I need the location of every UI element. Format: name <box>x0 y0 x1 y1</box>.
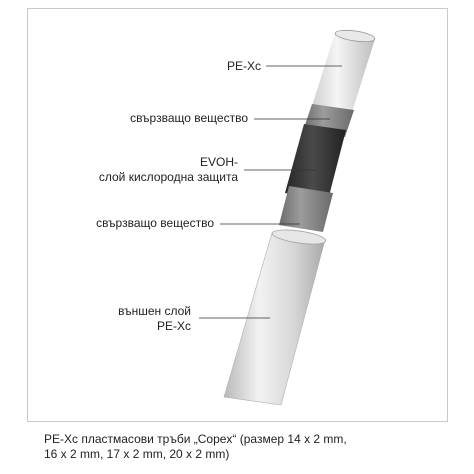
outer-layer-cut-edge <box>271 229 327 245</box>
figure-caption: PE-Xc пластмасови тръби „Copex“ (размер … <box>44 432 444 462</box>
inner-pe-xc-layer <box>312 33 375 112</box>
label-evoh: EVOH- слой кислородна защита <box>99 155 238 185</box>
label-pe-xc-top: PE-Xc <box>226 59 261 73</box>
outer-pe-xc-layer <box>223 232 326 406</box>
label-outer-line1: външен слой <box>118 304 191 318</box>
label-evoh-line1: EVOH- <box>199 155 238 169</box>
label-outer: външен слой PE-Xc <box>118 304 191 334</box>
label-binder-top: свързващо вещество <box>130 111 248 125</box>
label-binder-bottom: свързващо вещество <box>96 216 214 230</box>
caption-line1: PE-Xc пластмасови тръби „Copex“ (размер … <box>44 432 347 446</box>
inner-pipe-opening <box>334 29 376 43</box>
caption-line2: 16 x 2 mm, 17 x 2 mm, 20 x 2 mm) <box>44 447 230 461</box>
label-evoh-line2: слой кислородна защита <box>98 170 238 184</box>
lower-binder-layer <box>279 186 333 232</box>
label-outer-line2: PE-Xc <box>156 319 191 333</box>
evoh-layer <box>285 124 346 200</box>
